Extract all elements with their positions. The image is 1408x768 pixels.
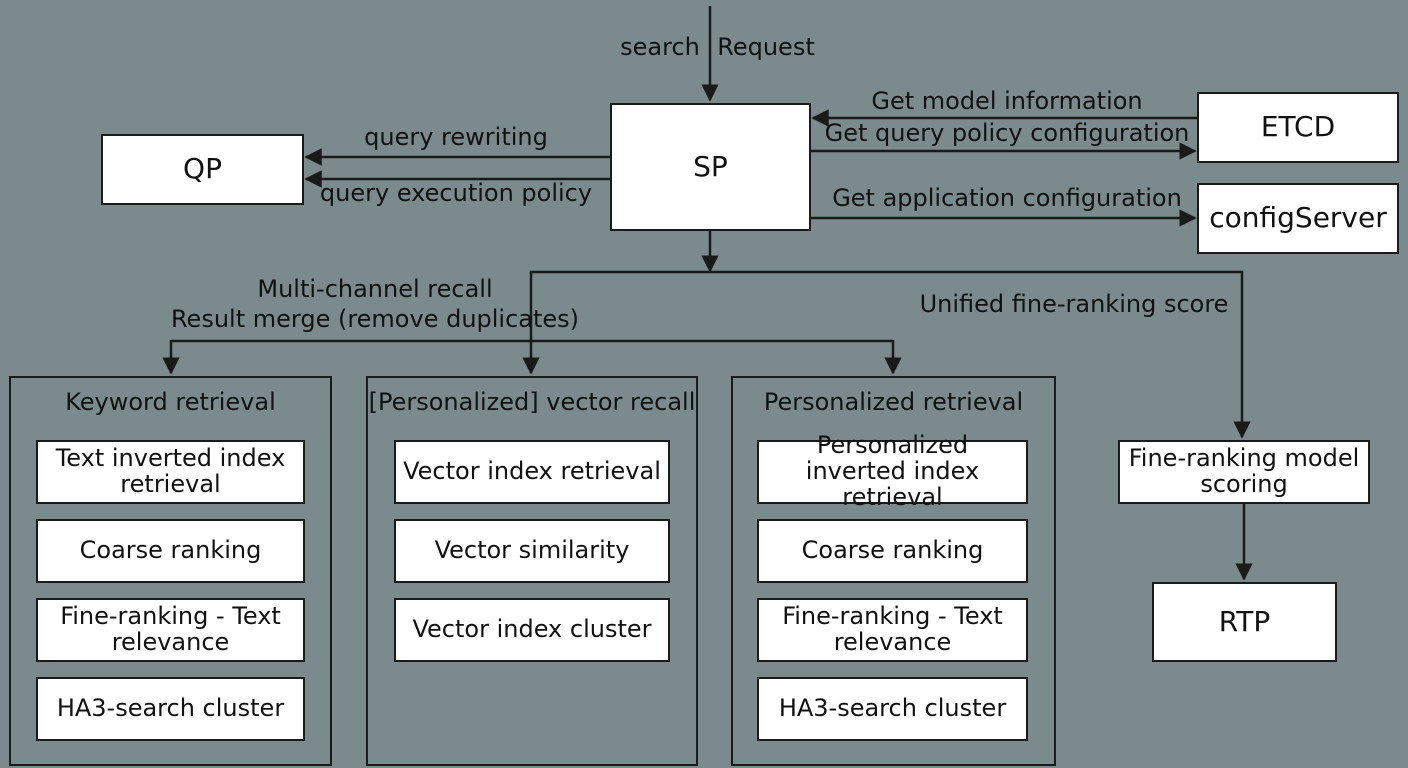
- keyword-item-label: HA3-search cluster: [56, 694, 285, 723]
- vector-item: Vector index retrieval: [394, 440, 670, 504]
- personalized-item-label: HA3-search cluster: [778, 694, 1007, 723]
- sp-label: SP: [693, 149, 728, 183]
- fine-ranking-scoring-node: Fine-ranking model scoring: [1118, 440, 1370, 504]
- vector-recall-panel: [Personalized] vector recall: [366, 376, 698, 766]
- result-merge-label: Result merge (remove duplicates): [170, 305, 580, 333]
- get-model-information-label: Get model information: [871, 87, 1143, 115]
- vector-item-label: Vector index cluster: [412, 615, 652, 644]
- personalized-item-label: Personalized inverted index retrieval: [805, 431, 980, 511]
- unified-fine-ranking-score-label: Unified fine-ranking score: [919, 290, 1229, 318]
- vector-item-label: Vector similarity: [434, 536, 630, 565]
- rtp-label: RTP: [1218, 604, 1271, 638]
- personalized-item: Personalized inverted index retrieval: [757, 432, 1028, 510]
- sp-node: SP: [610, 103, 811, 231]
- vector-item: Vector similarity: [394, 519, 670, 583]
- etcd-node: ETCD: [1197, 92, 1399, 163]
- query-execution-policy-label: query execution policy: [319, 179, 593, 207]
- keyword-item: HA3-search cluster: [36, 677, 305, 741]
- personalized-item-label: Fine-ranking - Text relevance: [782, 602, 1003, 656]
- request-label: Request: [717, 33, 815, 61]
- qp-label: QP: [183, 152, 222, 186]
- etcd-label: ETCD: [1260, 110, 1336, 144]
- personalized-item: Coarse ranking: [757, 519, 1028, 583]
- keyword-item: Text inverted index retrieval: [36, 440, 305, 504]
- keyword-item-label: Text inverted index retrieval: [55, 444, 286, 498]
- branch-bus: [529, 270, 1251, 439]
- get-query-policy-label: Get query policy configuration: [824, 119, 1190, 147]
- keyword-retrieval-title: Keyword retrieval: [65, 388, 276, 416]
- personalized-item-label: Coarse ranking: [801, 536, 984, 565]
- vector-item-label: Vector index retrieval: [403, 457, 661, 486]
- qp-node: QP: [101, 134, 304, 205]
- search-label: search: [620, 33, 700, 61]
- personalized-retrieval-title: Personalized retrieval: [763, 388, 1024, 416]
- config-server-node: configServer: [1197, 183, 1399, 254]
- get-app-config-label: Get application configuration: [832, 184, 1182, 212]
- fine-ranking-scoring-label: Fine-ranking model scoring: [1128, 444, 1360, 498]
- query-rewriting-label: query rewriting: [364, 123, 548, 151]
- multi-channel-recall-label: Multi-channel recall: [257, 275, 493, 303]
- rtp-node: RTP: [1152, 582, 1337, 662]
- vector-recall-title: [Personalized] vector recall: [368, 388, 696, 416]
- config-server-label: configServer: [1209, 201, 1387, 235]
- keyword-item: Coarse ranking: [36, 519, 305, 583]
- personalized-item: HA3-search cluster: [757, 677, 1028, 741]
- keyword-item-label: Coarse ranking: [79, 536, 262, 565]
- personalized-item: Fine-ranking - Text relevance: [757, 598, 1028, 662]
- vector-item: Vector index cluster: [394, 598, 670, 662]
- keyword-item-label: Fine-ranking - Text relevance: [60, 602, 281, 656]
- keyword-item: Fine-ranking - Text relevance: [36, 598, 305, 662]
- personalized-retrieval-panel: Personalized retrieval: [731, 376, 1056, 766]
- keyword-retrieval-panel: Keyword retrieval: [9, 376, 332, 766]
